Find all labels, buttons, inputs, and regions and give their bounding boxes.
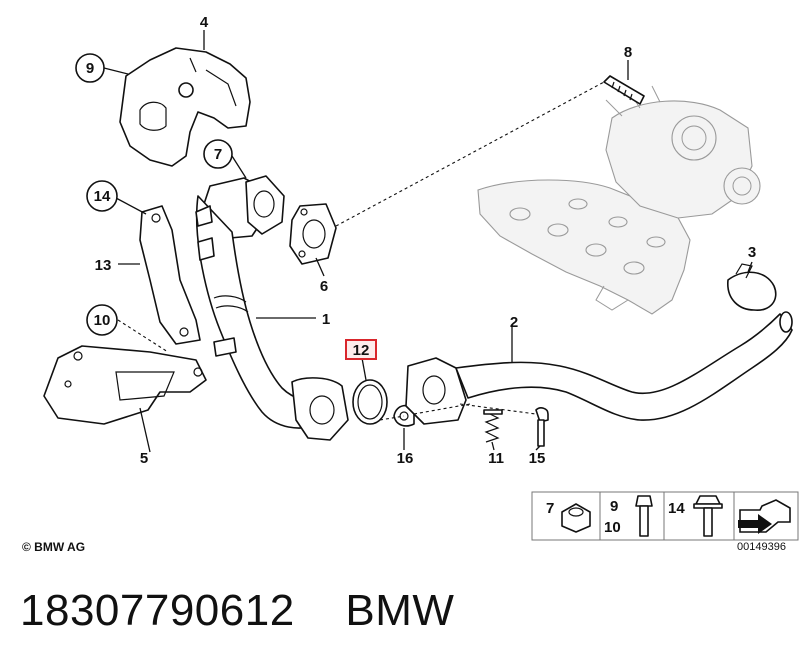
- heat-shield-part-4: [119, 47, 251, 167]
- callout-15: 15: [529, 450, 546, 467]
- washer-part-16: [393, 404, 415, 427]
- legend-label-7: 7: [546, 500, 554, 517]
- spring-part-11: [483, 409, 503, 443]
- callout-14: 14: [86, 180, 118, 212]
- bolt-part-15: [535, 407, 549, 447]
- front-pipe-part-1: [195, 195, 349, 441]
- clamp-part-3: [727, 263, 777, 311]
- callout-13: 13: [95, 257, 112, 274]
- svg-text:14: 14: [94, 188, 111, 205]
- hardware-legend: 7 9 10 14: [531, 491, 799, 541]
- leader-lines: [103, 30, 753, 453]
- copyright-text: © BMW AG: [22, 540, 86, 554]
- callout-1: 1: [322, 311, 330, 328]
- callout-12-highlighted[interactable]: 12: [345, 339, 377, 360]
- callout-16: 16: [397, 450, 414, 467]
- bracket-part-13: [139, 205, 201, 345]
- callout-7: 7: [203, 139, 233, 169]
- ring-gasket-part-12: [352, 379, 388, 425]
- legend-label-14: 14: [668, 500, 685, 517]
- part-number-line: 18307790612 BMW: [20, 586, 454, 636]
- nut-icon: [561, 503, 591, 533]
- callout-2: 2: [510, 314, 518, 331]
- stud-part-8: [603, 75, 645, 105]
- svg-text:9: 9: [86, 60, 94, 77]
- direction-arrow-icon: [738, 499, 791, 534]
- callout-5: 5: [140, 450, 148, 467]
- callout-3: 3: [748, 244, 756, 261]
- document-number: 00149396: [737, 541, 786, 553]
- svg-text:12: 12: [353, 342, 370, 359]
- callout-4: 4: [200, 14, 209, 31]
- gasket-part-6: [289, 203, 337, 265]
- callout-11: 11: [488, 450, 504, 467]
- flange-bolt-icon: [693, 495, 723, 537]
- legend-label-9: 9: [610, 498, 618, 515]
- callout-6: 6: [320, 278, 328, 295]
- callout-8: 8: [624, 44, 632, 61]
- callout-9: 9: [75, 53, 105, 83]
- turbocharger-manifold-illustration: [477, 85, 761, 315]
- bolt-icon: [635, 495, 653, 537]
- brand-name: BMW: [345, 586, 455, 635]
- part-number: 18307790612: [20, 586, 295, 635]
- rear-pipe-part-2: [405, 311, 793, 425]
- support-bracket-part-5: [43, 345, 207, 425]
- svg-text:7: 7: [214, 146, 222, 163]
- legend-label-10: 10: [604, 519, 621, 536]
- svg-text:10: 10: [94, 312, 111, 329]
- callout-10: 10: [86, 304, 118, 336]
